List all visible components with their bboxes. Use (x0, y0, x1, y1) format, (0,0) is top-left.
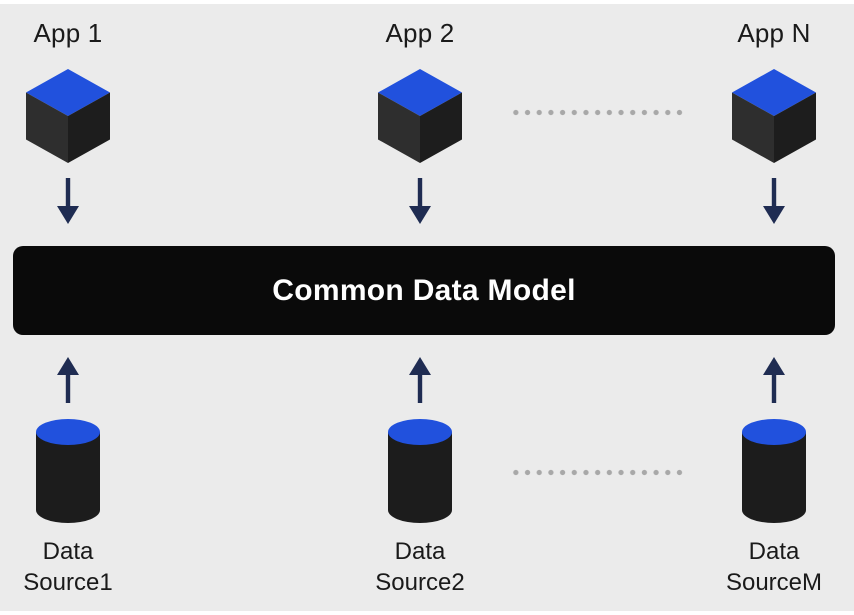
arrow-up-icon (57, 357, 79, 403)
common-data-model-bar: Common Data Model (13, 246, 835, 335)
dotted-ellipsis-line (510, 109, 686, 116)
database-cylinder-icon (388, 419, 452, 523)
data-source-1-label: Data Source1 (23, 538, 113, 596)
database-cylinder-icon (36, 419, 100, 523)
app-column-n: App N Data SourceM (704, 0, 844, 615)
arrow-down-icon (57, 178, 79, 224)
data-source-m-label: Data SourceM (725, 538, 823, 596)
cube-icon (26, 69, 110, 163)
arrow-down-icon (409, 178, 431, 224)
arrow-up-icon (409, 357, 431, 403)
app-2-label: App 2 (385, 18, 455, 48)
common-data-model-label: Common Data Model (272, 273, 576, 307)
cube-icon (732, 69, 816, 163)
arrow-down-icon (763, 178, 785, 224)
cube-icon (378, 69, 462, 163)
top-margin-strip (0, 0, 854, 4)
dotted-ellipsis-line (510, 469, 686, 476)
app-column-1: App 1 Data Source1 (0, 0, 138, 615)
app-1-label: App 1 (33, 18, 103, 48)
data-source-2-label: Data Source2 (375, 538, 465, 596)
app-n-label: App N (737, 18, 811, 48)
app-column-2: App 2 Data Source2 (350, 0, 490, 615)
database-cylinder-icon (742, 419, 806, 523)
bottom-margin-strip (0, 611, 854, 615)
arrow-up-icon (763, 357, 785, 403)
